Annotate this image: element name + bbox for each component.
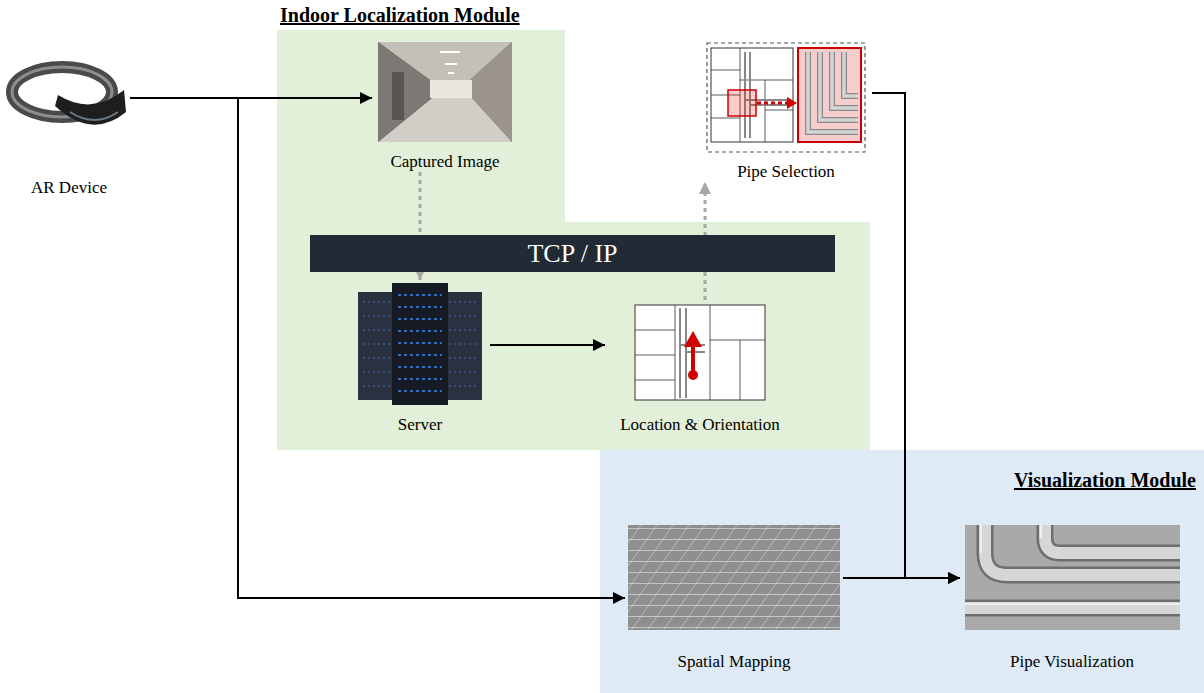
image-figure: Captured Image bbox=[372, 40, 518, 172]
left-wall bbox=[378, 42, 432, 142]
server-racks bbox=[358, 283, 482, 405]
photo-ground bbox=[378, 42, 512, 142]
figure-label: Pipe Visualization bbox=[1010, 651, 1134, 672]
plan-walls bbox=[711, 48, 793, 142]
selected-area bbox=[728, 90, 756, 116]
figure-label: Pipe Selection bbox=[737, 161, 835, 182]
door bbox=[392, 72, 404, 120]
figure-label: Server bbox=[398, 414, 442, 435]
photo-ground bbox=[965, 525, 1180, 630]
visualization-figure: Pipe Visualization bbox=[960, 522, 1184, 672]
user-heading-head bbox=[684, 331, 702, 347]
flow-arrow bbox=[490, 344, 605, 346]
pipe bbox=[965, 525, 1180, 608]
plan-pipes bbox=[680, 308, 705, 398]
pipe-edge bbox=[965, 525, 1180, 608]
module-heading: Visualization Module bbox=[1014, 470, 1196, 491]
server-figure: Server bbox=[350, 280, 490, 435]
visualization-region bbox=[600, 450, 1204, 693]
figure-label: Captured Image bbox=[390, 151, 499, 172]
rack bbox=[358, 292, 396, 400]
pipe-selection-figure bbox=[707, 43, 865, 152]
ar-headset bbox=[12, 67, 126, 125]
dashed-frame bbox=[707, 43, 865, 152]
photo-ground bbox=[628, 525, 840, 630]
rack bbox=[392, 283, 448, 405]
location-plan bbox=[635, 305, 765, 400]
user-heading bbox=[691, 344, 695, 375]
selection-head bbox=[787, 97, 797, 109]
flow-arrow bbox=[872, 93, 960, 578]
pipe-visualization-photo bbox=[965, 525, 1180, 630]
rack bbox=[444, 292, 482, 400]
protocol-band: TCP / IP bbox=[310, 235, 835, 272]
pipe-zoom bbox=[798, 48, 861, 142]
module-heading: Indoor Localization Module bbox=[280, 5, 520, 26]
selection-leader bbox=[757, 102, 788, 105]
rack-lights bbox=[398, 295, 442, 391]
selection-figure: Pipe Selection bbox=[700, 40, 872, 182]
zoom-pipes bbox=[808, 52, 858, 132]
floor-plan bbox=[711, 48, 793, 142]
device-figure: AR Device bbox=[8, 50, 130, 198]
pipe-highlight bbox=[965, 525, 1180, 604]
floor-plan bbox=[635, 305, 765, 400]
corridor-photo bbox=[378, 42, 512, 142]
right-wall bbox=[470, 42, 512, 142]
location-figure: Location & Orientation bbox=[605, 300, 795, 435]
visor bbox=[55, 90, 126, 125]
corridor-end bbox=[430, 80, 472, 98]
ceiling-lights bbox=[440, 52, 460, 73]
flow-arrow bbox=[843, 577, 960, 579]
band-label: TCP / IP bbox=[527, 239, 617, 269]
rack-lights bbox=[363, 302, 477, 386]
figure-label: Spatial Mapping bbox=[678, 651, 791, 672]
spatial-mapping-photo bbox=[628, 525, 840, 630]
module-region: Visualization ModuleSpatial Mapping Pipe … bbox=[600, 450, 1204, 693]
mesh-grid bbox=[628, 525, 840, 630]
zoom-pipes-edge bbox=[808, 52, 858, 132]
visor-glint bbox=[70, 112, 118, 120]
mapping-figure: Spatial Mapping bbox=[625, 522, 843, 672]
figure-label: AR Device bbox=[31, 177, 107, 198]
flow-arrow bbox=[130, 98, 625, 598]
localization-region bbox=[277, 30, 870, 450]
figure-label: Location & Orientation bbox=[620, 414, 780, 435]
plan-walls bbox=[635, 305, 765, 400]
module-region: Indoor Localization ModuleCaptured Image… bbox=[277, 5, 870, 450]
